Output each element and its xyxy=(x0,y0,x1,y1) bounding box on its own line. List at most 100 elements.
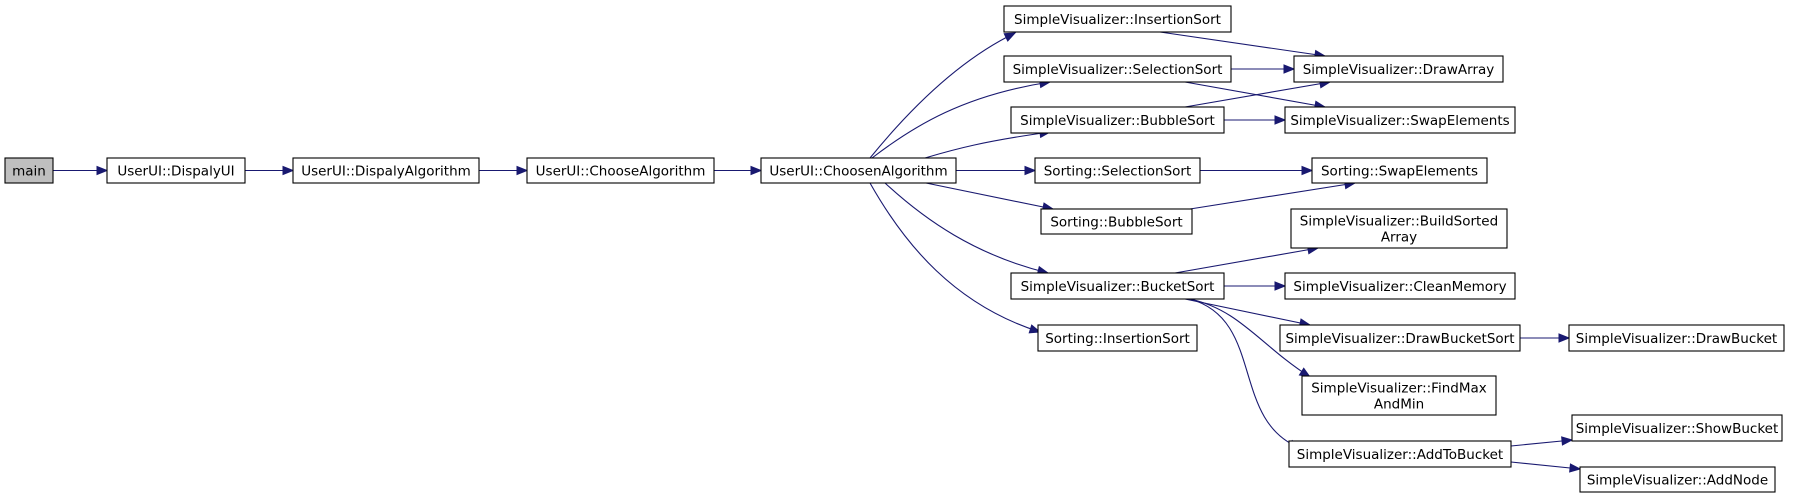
node-s-bubble[interactable]: Sorting::BubbleSort xyxy=(1040,208,1193,235)
node-box[interactable] xyxy=(1293,55,1504,83)
edge-s_bubble-to-s_swap xyxy=(1189,179,1357,210)
edge-sv_insertion-to-sv_drawarray xyxy=(1159,31,1327,60)
node-box[interactable] xyxy=(1010,272,1225,300)
node-label: SimpleVisualizer::CleanMemory xyxy=(1293,279,1506,295)
arrowhead-icon xyxy=(1003,32,1017,42)
node-label: SimpleVisualizer::FindMax xyxy=(1311,381,1487,397)
node-ui-disp-alg[interactable]: UserUI::DispalyAlgorithm xyxy=(292,157,480,184)
node-label: Sorting::SelectionSort xyxy=(1044,164,1192,180)
node-label: SimpleVisualizer::SwapElements xyxy=(1290,113,1509,129)
edge-ui_display-to-ui_disp_alg xyxy=(245,165,295,176)
edges-layer xyxy=(53,31,1582,473)
node-label: UserUI::DispalyAlgorithm xyxy=(301,164,471,180)
node-box[interactable] xyxy=(760,157,957,184)
arrowhead-icon xyxy=(516,165,529,176)
node-sv-bucket[interactable]: SimpleVisualizer::BucketSort xyxy=(1010,272,1225,300)
node-box[interactable] xyxy=(1040,208,1193,235)
node-sv-swap[interactable]: SimpleVisualizer::SwapElements xyxy=(1284,106,1516,134)
edge-s_selection-to-s_swap xyxy=(1200,165,1314,176)
nodes-layer: main UserUI::DispalyUI UserUI::DispalyAlgo… xyxy=(4,5,1785,493)
node-box[interactable] xyxy=(1571,414,1783,442)
edge-line xyxy=(1174,247,1319,274)
node-label: SimpleVisualizer::DrawBucket xyxy=(1576,331,1777,347)
node-sv-showbucket[interactable]: SimpleVisualizer::ShowBucket xyxy=(1571,414,1783,442)
node-label: SimpleVisualizer::InsertionSort xyxy=(1014,12,1221,28)
edge-sv_bucket-to-sv_clean xyxy=(1224,281,1287,291)
edge-line xyxy=(1189,298,1311,378)
node-box[interactable] xyxy=(1034,157,1201,184)
node-sv-addnode[interactable]: SimpleVisualizer::AddNode xyxy=(1579,466,1776,493)
edge-sv_addtobucket-to-sv_addnode xyxy=(1510,461,1582,473)
node-label: UserUI::ChooseAlgorithm xyxy=(536,164,706,180)
arrowhead-icon xyxy=(1028,324,1042,334)
edge-sv_bubble-to-sv_swap xyxy=(1224,115,1287,125)
node-main[interactable]: main xyxy=(4,157,54,184)
node-ui-choose[interactable]: UserUI::ChooseAlgorithm xyxy=(526,157,715,184)
node-sv-drawarray[interactable]: SimpleVisualizer::DrawArray xyxy=(1293,55,1504,83)
node-label: AndMin xyxy=(1374,397,1424,413)
node-box[interactable] xyxy=(1284,272,1516,300)
node-label: SimpleVisualizer::DrawArray xyxy=(1303,62,1495,78)
node-sv-drawbucket[interactable]: SimpleVisualizer::DrawBucket xyxy=(1568,324,1785,352)
node-label: main xyxy=(12,164,46,180)
node-box[interactable] xyxy=(1003,5,1232,33)
edge-sv_addtobucket-to-sv_showbucket xyxy=(1510,436,1574,447)
node-box[interactable] xyxy=(1003,55,1232,83)
arrowhead-icon xyxy=(1283,64,1296,74)
arrowhead-icon xyxy=(1569,463,1582,473)
node-box[interactable] xyxy=(526,157,715,184)
edge-line xyxy=(925,182,1054,210)
edge-line xyxy=(1159,31,1326,57)
node-label: SimpleVisualizer::AddNode xyxy=(1587,473,1768,489)
node-box[interactable] xyxy=(4,157,54,184)
node-box[interactable] xyxy=(1568,324,1785,352)
node-label: Array xyxy=(1381,230,1417,246)
node-label: Sorting::BubbleSort xyxy=(1050,215,1182,231)
node-box[interactable] xyxy=(1579,466,1776,493)
node-s-swap[interactable]: Sorting::SwapElements xyxy=(1311,157,1488,184)
edge-line xyxy=(869,32,1016,159)
node-box[interactable] xyxy=(1010,106,1225,134)
node-label: SimpleVisualizer::AddToBucket xyxy=(1297,447,1503,463)
node-box[interactable] xyxy=(1301,375,1497,416)
node-box[interactable] xyxy=(292,157,480,184)
node-box[interactable] xyxy=(106,157,246,184)
node-box[interactable] xyxy=(1290,208,1508,249)
node-box[interactable] xyxy=(1311,157,1488,184)
arrowhead-icon xyxy=(1274,115,1287,125)
node-label: Sorting::SwapElements xyxy=(1321,164,1478,180)
arrowhead-icon xyxy=(96,165,109,176)
edge-line xyxy=(1510,461,1581,470)
arrowhead-icon xyxy=(282,165,295,176)
edge-ui_chosen-to-s_selection xyxy=(956,165,1037,176)
edge-ui_disp_alg-to-ui_choose xyxy=(479,165,529,176)
node-ui-display[interactable]: UserUI::DispalyUI xyxy=(106,157,246,184)
node-label: UserUI::ChoosenAlgorithm xyxy=(769,164,947,180)
edge-line xyxy=(1189,298,1301,449)
node-sv-addtobucket[interactable]: SimpleVisualizer::AddToBucket xyxy=(1288,440,1512,468)
node-sv-clean[interactable]: SimpleVisualizer::CleanMemory xyxy=(1284,272,1516,300)
node-box[interactable] xyxy=(1288,440,1512,468)
node-box[interactable] xyxy=(1037,324,1198,352)
arrowhead-icon xyxy=(1561,436,1574,446)
node-sv-selection[interactable]: SimpleVisualizer::SelectionSort xyxy=(1003,55,1232,83)
edge-line xyxy=(1189,182,1356,210)
edge-line xyxy=(884,182,1049,274)
node-s-selection[interactable]: Sorting::SelectionSort xyxy=(1034,157,1201,184)
edge-main-to-ui_display xyxy=(53,165,109,176)
edge-line xyxy=(924,131,1051,159)
arrowhead-icon xyxy=(1558,333,1571,343)
node-sv-bubble[interactable]: SimpleVisualizer::BubbleSort xyxy=(1010,106,1225,134)
node-label: UserUI::DispalyUI xyxy=(117,164,234,180)
node-sv-insertion[interactable]: SimpleVisualizer::InsertionSort xyxy=(1003,5,1232,33)
node-s-insertion[interactable]: Sorting::InsertionSort xyxy=(1037,324,1198,352)
node-box[interactable] xyxy=(1284,106,1516,134)
edge-sv_selection-to-sv_drawarray xyxy=(1231,64,1296,74)
node-sv-drawbucketsort[interactable]: SimpleVisualizer::DrawBucketSort xyxy=(1279,324,1521,352)
node-box[interactable] xyxy=(1279,324,1521,352)
node-ui-chosen[interactable]: UserUI::ChoosenAlgorithm xyxy=(760,157,957,184)
edge-sv_bucket-to-sv_addtobucket xyxy=(1189,298,1302,449)
